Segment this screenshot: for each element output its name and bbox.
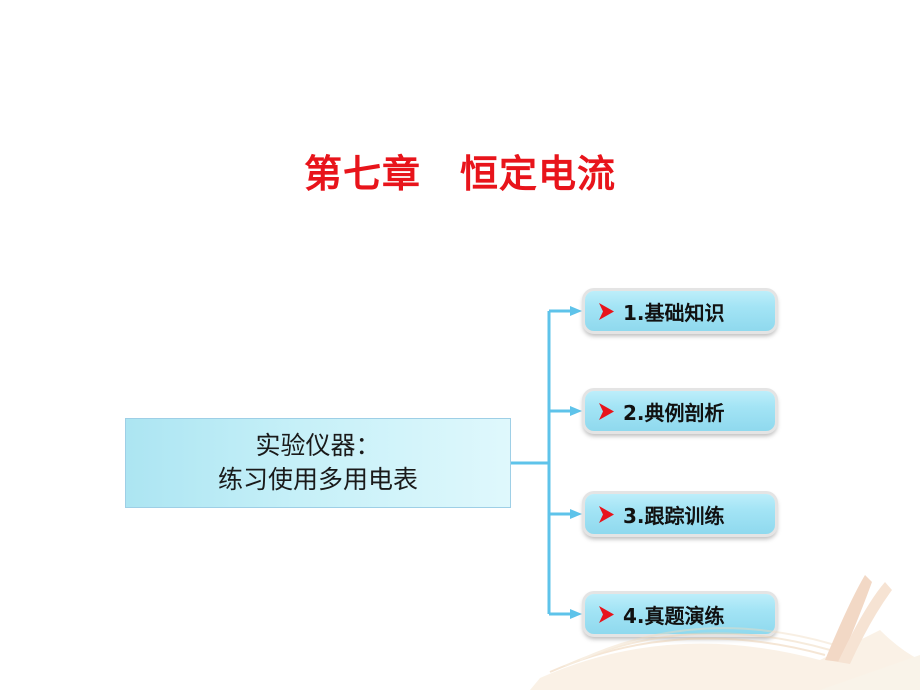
arrow-right-icon (599, 402, 614, 420)
topic-box: 实验仪器： 练习使用多用电表 (125, 418, 511, 508)
arrow-right-icon (599, 605, 614, 623)
chapter-title: 第七章 恒定电流 (303, 152, 616, 196)
menu-item-basics[interactable]: 1.基础知识 (585, 291, 775, 331)
connector-arrowhead (570, 509, 582, 519)
topic-line-2: 练习使用多用电表 (217, 465, 418, 494)
menu-item-label: 2.典例剖析 (623, 400, 725, 425)
connector-arrowhead (570, 306, 582, 316)
menu-item-label: 4.真题演练 (623, 603, 725, 628)
connector-arrowhead (570, 406, 582, 416)
menu-item-label: 1.基础知识 (623, 300, 725, 325)
open-book-decoration (530, 575, 920, 690)
menu-item-exam-questions[interactable]: 4.真题演练 (585, 594, 775, 634)
menu-item-examples[interactable]: 2.典例剖析 (585, 391, 775, 431)
arrow-right-icon (599, 505, 614, 523)
connector-arrowhead (570, 609, 582, 619)
topic-line-1: 实验仪器： (255, 431, 381, 460)
menu-item-label: 3.跟踪训练 (623, 503, 725, 528)
arrow-right-icon (599, 302, 614, 320)
menu-item-practice[interactable]: 3.跟踪训练 (585, 494, 775, 534)
